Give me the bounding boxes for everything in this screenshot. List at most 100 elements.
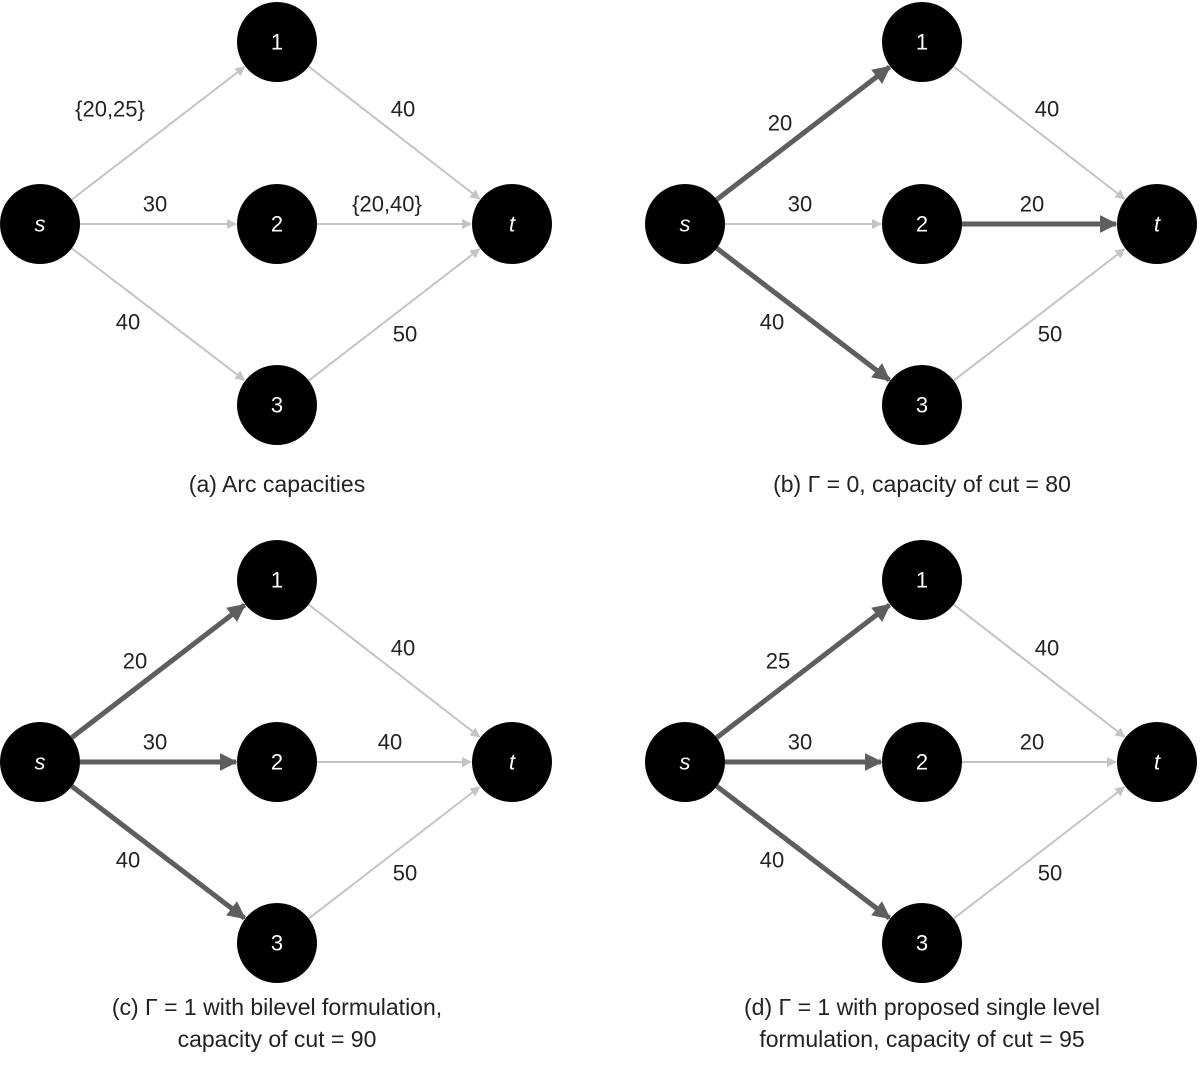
node-label: 3 [916, 931, 928, 956]
arc-label-s-1: 20 [123, 649, 147, 674]
node-circle [237, 722, 317, 802]
arc-1-t [953, 65, 1126, 200]
arc-1-t [308, 65, 481, 200]
arc-s-3 [70, 784, 246, 921]
node-t: t [1117, 184, 1197, 264]
node-circle [1117, 722, 1197, 802]
node-label: 1 [271, 568, 283, 593]
node-label: 3 [271, 931, 283, 956]
arc-label-2-t: 20 [1020, 192, 1044, 217]
arc-label-2-t: {20,40} [352, 192, 422, 217]
node-circle [472, 184, 552, 264]
node-circle [0, 722, 80, 802]
node-t: t [472, 184, 552, 264]
arc-label-3-t: 50 [1038, 861, 1062, 886]
node-1: 1 [882, 2, 962, 82]
arc-s-1 [715, 64, 892, 202]
node-label: t [509, 212, 516, 237]
arc-label-1-t: 40 [391, 97, 415, 122]
arc-label-s-1: 25 [766, 649, 790, 674]
node-3: 3 [237, 903, 317, 983]
node-label: t [1154, 750, 1161, 775]
arc-3-t [308, 248, 481, 382]
arc-label-1-t: 40 [391, 636, 415, 661]
node-1: 1 [237, 540, 317, 620]
arc-s-3 [715, 784, 891, 921]
node-circle [1117, 184, 1197, 264]
arc-3-t [953, 248, 1126, 382]
node-circle [882, 365, 962, 445]
node-3: 3 [237, 365, 317, 445]
node-circle [882, 903, 962, 983]
node-label: 1 [916, 30, 928, 55]
arc-label-s-3: 40 [760, 310, 784, 335]
node-label: t [1154, 212, 1161, 237]
node-label: 2 [916, 750, 928, 775]
node-circle [882, 540, 962, 620]
node-label: t [509, 750, 516, 775]
arc-label-2-t: 40 [378, 730, 402, 755]
node-label: 2 [271, 750, 283, 775]
node-circle [237, 365, 317, 445]
arc-label-s-2: 30 [143, 192, 167, 217]
panel-c: 20 30 40 40 40 50 s 1 2 3 t (c) Γ = 1 with bilevel … [0, 540, 552, 1052]
node-circle [882, 2, 962, 82]
arc-label-3-t: 50 [393, 861, 417, 886]
node-circle [645, 722, 725, 802]
node-s: s [0, 184, 80, 264]
node-t: t [472, 722, 552, 802]
node-2: 2 [882, 722, 962, 802]
node-label: 1 [271, 30, 283, 55]
arc-label-1-t: 40 [1035, 97, 1059, 122]
node-s: s [0, 722, 80, 802]
arc-1-t [953, 603, 1126, 738]
node-label: 3 [271, 393, 283, 418]
node-2: 2 [237, 184, 317, 264]
arc-label-s-1: {20,25} [75, 97, 145, 122]
node-label: 1 [916, 568, 928, 593]
node-circle [882, 722, 962, 802]
arc-label-s-3: 40 [116, 848, 140, 873]
node-label: 2 [271, 212, 283, 237]
arc-label-s-3: 40 [760, 848, 784, 873]
node-circle [237, 903, 317, 983]
panel-caption: (b) Γ = 0, capacity of cut = 80 [773, 471, 1071, 497]
arc-s-3 [71, 247, 246, 381]
node-circle [0, 184, 80, 264]
node-2: 2 [237, 722, 317, 802]
node-3: 3 [882, 903, 962, 983]
node-3: 3 [882, 365, 962, 445]
arc-label-s-2: 30 [143, 730, 167, 755]
panel-caption: (c) Γ = 1 with bilevel formulation, [112, 994, 442, 1020]
node-2: 2 [882, 184, 962, 264]
arc-s-1 [715, 602, 892, 740]
arc-label-s-3: 40 [116, 310, 140, 335]
node-1: 1 [237, 2, 317, 82]
node-t: t [1117, 722, 1197, 802]
arc-label-2-t: 20 [1020, 730, 1044, 755]
panel-caption: formulation, capacity of cut = 95 [759, 1026, 1084, 1052]
arc-3-t [953, 786, 1126, 920]
node-1: 1 [882, 540, 962, 620]
arc-1-t [308, 603, 481, 738]
node-label: s [680, 212, 691, 237]
arc-label-3-t: 50 [1038, 322, 1062, 347]
arc-s-1 [71, 66, 246, 201]
node-s: s [645, 184, 725, 264]
node-label: 2 [916, 212, 928, 237]
arc-label-s-2: 30 [788, 192, 812, 217]
node-circle [237, 184, 317, 264]
panel-caption: capacity of cut = 90 [178, 1026, 377, 1052]
node-circle [237, 2, 317, 82]
node-label: 3 [916, 393, 928, 418]
arc-s-1 [70, 602, 247, 740]
panel-caption: (a) Arc capacities [189, 471, 365, 497]
node-circle [645, 184, 725, 264]
node-s: s [645, 722, 725, 802]
arc-3-t [308, 786, 481, 920]
panel-caption: (d) Γ = 1 with proposed single level [744, 994, 1100, 1020]
